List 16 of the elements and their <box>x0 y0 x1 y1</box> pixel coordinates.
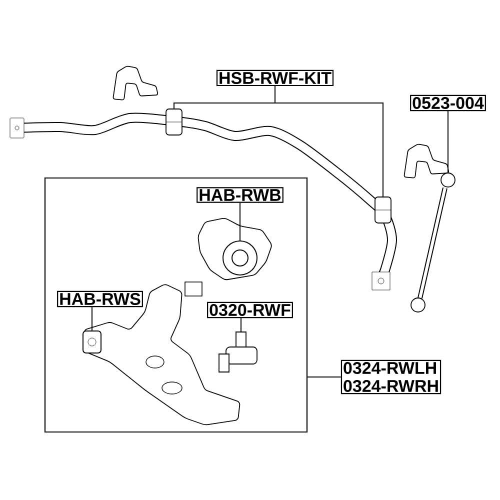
ball-joint-drawing <box>218 332 258 372</box>
stabilizer-link-drawing <box>410 172 456 312</box>
part-number-label: HAB-RWS <box>57 290 143 308</box>
leader-line <box>307 376 342 378</box>
bushing-drawing <box>82 330 102 354</box>
group-frame <box>44 177 308 433</box>
bushing-drawing <box>222 240 258 276</box>
leader-line <box>274 86 384 198</box>
part-number-label: HSB-RWF-KIT <box>216 70 334 86</box>
bushing-drawing <box>166 108 182 136</box>
leader-line <box>240 318 242 332</box>
part-number-label: 0324-RWLH 0324-RWRH <box>340 360 442 394</box>
part-number-label: 0320-RWF <box>207 302 293 318</box>
part-number-label: 0523-004 <box>410 94 486 112</box>
part-number-label: HAB-RWB <box>196 187 284 203</box>
bushing-drawing <box>374 196 392 224</box>
